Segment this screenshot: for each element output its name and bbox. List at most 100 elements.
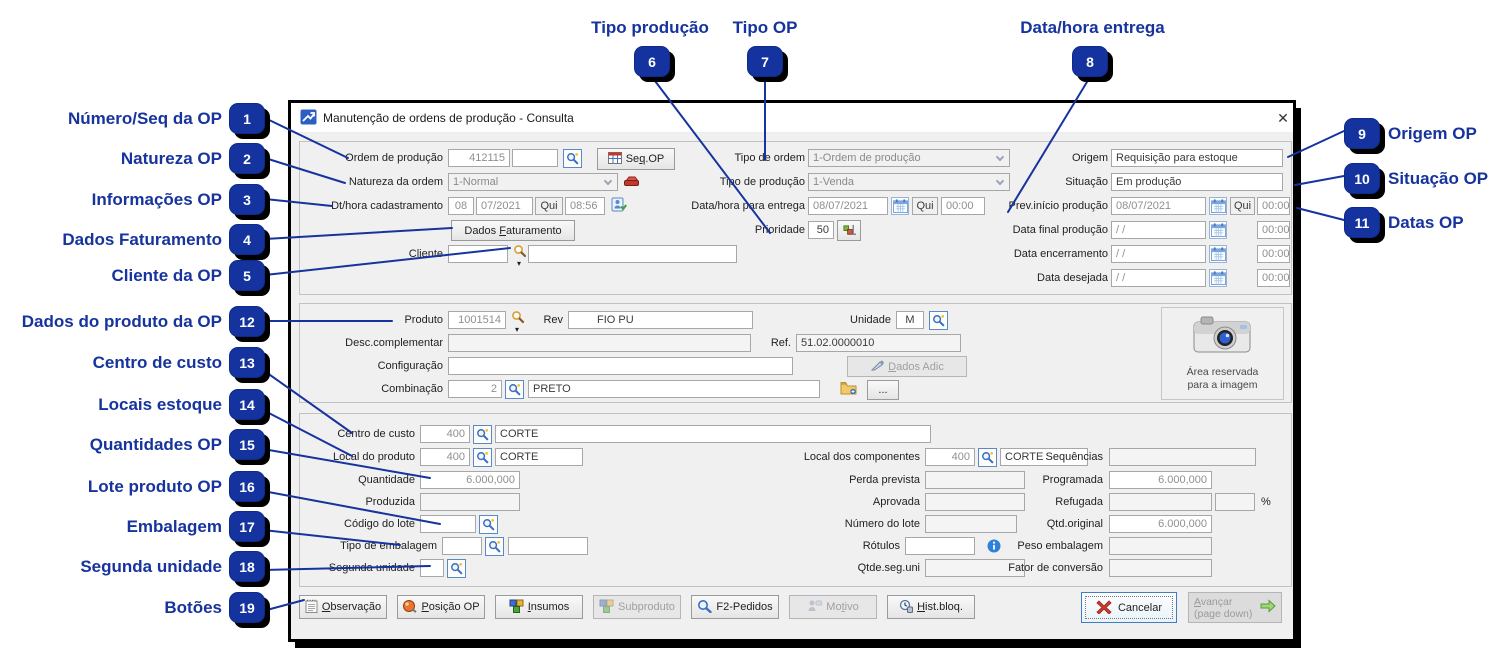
- data-final-date-field[interactable]: / /: [1111, 221, 1206, 239]
- local-componentes-desc-field[interactable]: CORTE: [1000, 448, 1088, 466]
- centro-custo-search-button[interactable]: [473, 425, 492, 444]
- local-produto-code-field[interactable]: 400: [420, 448, 470, 466]
- cancelar-button[interactable]: Cancelar: [1081, 592, 1177, 623]
- annotation-badge: 14: [229, 389, 265, 420]
- data-final-time-field[interactable]: 00:00: [1257, 221, 1290, 239]
- produto-search-icon[interactable]: [511, 310, 525, 324]
- cliente-name-field[interactable]: [528, 245, 737, 263]
- desc-complementar-field[interactable]: [448, 334, 751, 352]
- dados-adic-button[interactable]: Dados Adic: [847, 356, 967, 377]
- aprovada-field[interactable]: [925, 493, 1025, 511]
- data-desejada-date-field[interactable]: / /: [1111, 269, 1206, 287]
- fator-conversao-field[interactable]: [1109, 559, 1212, 577]
- perda-prevista-field[interactable]: [925, 471, 1025, 489]
- folder-icon[interactable]: [840, 380, 857, 395]
- ordem-search-button[interactable]: [563, 149, 582, 168]
- cliente-search-icon[interactable]: [513, 244, 527, 258]
- cliente-dropdown-caret-icon[interactable]: ▾: [517, 259, 522, 268]
- cadastro-day-field[interactable]: 08: [448, 197, 474, 215]
- tipo-producao-dropdown[interactable]: 1-Venda: [808, 173, 1010, 191]
- local-componentes-code-field[interactable]: 400: [925, 448, 975, 466]
- local-produto-desc-field[interactable]: CORTE: [495, 448, 583, 466]
- quantidade-field[interactable]: 6.000,000: [420, 471, 520, 489]
- natureza-dropdown[interactable]: 1-Normal: [448, 173, 618, 191]
- calendar-icon[interactable]: [1209, 245, 1227, 263]
- produto-field[interactable]: 1001514: [448, 311, 506, 329]
- insumos-button[interactable]: Insumos: [495, 595, 583, 619]
- annotation-badge: 2: [229, 143, 265, 174]
- centro-custo-desc-field[interactable]: CORTE: [495, 425, 931, 443]
- produto-dropdown-caret-icon[interactable]: ▾: [515, 325, 520, 334]
- hist-bloq-button[interactable]: Hist.bloq.: [887, 595, 975, 619]
- unidade-search-button[interactable]: [929, 311, 948, 330]
- cliente-code-field[interactable]: [448, 245, 508, 263]
- prioridade-button[interactable]: [837, 220, 861, 241]
- configuracao-field[interactable]: [448, 357, 793, 375]
- prev-inicio-time-field[interactable]: 00:00: [1257, 197, 1290, 215]
- segunda-unidade-field[interactable]: [420, 559, 444, 577]
- tipo-embalagem-search-button[interactable]: [485, 537, 504, 556]
- cadastro-time-field[interactable]: 08:56: [565, 197, 605, 215]
- data-final-label: Data final produção: [1012, 224, 1108, 236]
- entrega-time-field[interactable]: 00:00: [941, 197, 985, 215]
- local-componentes-search-button[interactable]: [978, 448, 997, 467]
- posicao-op-button[interactable]: Posição OP: [397, 595, 485, 619]
- tipo-embalagem-code-field[interactable]: [442, 537, 482, 555]
- observacao-button[interactable]: Observação: [299, 595, 387, 619]
- centro-custo-code-field[interactable]: 400: [420, 425, 470, 443]
- refugada-field[interactable]: [1109, 493, 1212, 511]
- segunda-unidade-search-button[interactable]: [447, 559, 466, 578]
- close-icon[interactable]: ✕: [1277, 110, 1289, 126]
- calendar-icon[interactable]: [891, 197, 909, 215]
- calendar-icon[interactable]: [1209, 197, 1227, 215]
- rev-field[interactable]: FIO PU: [568, 311, 753, 329]
- combinacao-code-field[interactable]: 2: [448, 380, 502, 398]
- tipo-embalagem-desc-field[interactable]: [508, 537, 588, 555]
- qtd-original-field[interactable]: 6.000,000: [1109, 515, 1212, 533]
- more-options-button[interactable]: ...: [867, 380, 899, 400]
- rotulos-field[interactable]: [905, 537, 975, 555]
- codigo-lote-field[interactable]: [420, 515, 476, 533]
- refugada-pct-field[interactable]: [1215, 493, 1255, 511]
- dados-adic-icon: [870, 359, 885, 374]
- annotation-badge: 18: [229, 551, 265, 582]
- subproduto-button[interactable]: Subproduto: [593, 595, 681, 619]
- tipo-ordem-dropdown[interactable]: 1-Ordem de produção: [808, 149, 1010, 167]
- combinacao-desc-field[interactable]: PRETO: [528, 380, 820, 398]
- info-icon[interactable]: [987, 539, 1001, 553]
- numero-lote-field[interactable]: [925, 515, 1017, 533]
- unidade-field[interactable]: M: [896, 311, 924, 329]
- cadastro-date-field[interactable]: 07/2021: [476, 197, 533, 215]
- peso-embalagem-field[interactable]: [1109, 537, 1212, 555]
- ordem-field[interactable]: 412115: [448, 149, 510, 167]
- dados-faturamento-button[interactable]: Dados Faturamento: [451, 220, 575, 241]
- natureza-tool-icon[interactable]: [623, 175, 640, 188]
- situacao-field[interactable]: Em produção: [1111, 173, 1283, 191]
- annotation-label: Origem OP: [1388, 124, 1477, 143]
- chevron-down-icon: [603, 176, 613, 186]
- produto-label: Produto: [404, 314, 443, 326]
- motivo-button[interactable]: Motivo: [789, 595, 877, 619]
- codigo-lote-search-button[interactable]: [479, 515, 498, 534]
- data-encerramento-date-field[interactable]: / /: [1111, 245, 1206, 263]
- user-clock-icon[interactable]: [611, 197, 627, 212]
- local-produto-search-button[interactable]: [473, 448, 492, 467]
- sequencias-field[interactable]: [1109, 448, 1256, 466]
- calendar-icon[interactable]: [1209, 269, 1227, 287]
- qtde-seg-uni-field[interactable]: [925, 559, 1025, 577]
- prev-inicio-date-field[interactable]: 08/07/2021: [1111, 197, 1206, 215]
- entrega-date-field[interactable]: 08/07/2021: [808, 197, 888, 215]
- origem-field[interactable]: Requisição para estoque: [1111, 149, 1283, 167]
- avancar-button[interactable]: Avançar (page down): [1188, 592, 1282, 623]
- combinacao-search-button[interactable]: [505, 380, 524, 399]
- ordem-seq-field[interactable]: [512, 149, 558, 167]
- programada-field[interactable]: 6.000,000: [1109, 471, 1212, 489]
- prioridade-field[interactable]: 50: [808, 221, 834, 239]
- produzida-field[interactable]: [420, 493, 520, 511]
- f2-pedidos-button[interactable]: F2-Pedidos: [691, 595, 779, 619]
- calendar-icon[interactable]: [1209, 221, 1227, 239]
- data-encerramento-time-field[interactable]: 00:00: [1257, 245, 1290, 263]
- ref-field[interactable]: 51.02.0000010: [796, 334, 961, 352]
- data-desejada-time-field[interactable]: 00:00: [1257, 269, 1290, 287]
- annotation-label: Data/hora entrega: [1020, 18, 1165, 37]
